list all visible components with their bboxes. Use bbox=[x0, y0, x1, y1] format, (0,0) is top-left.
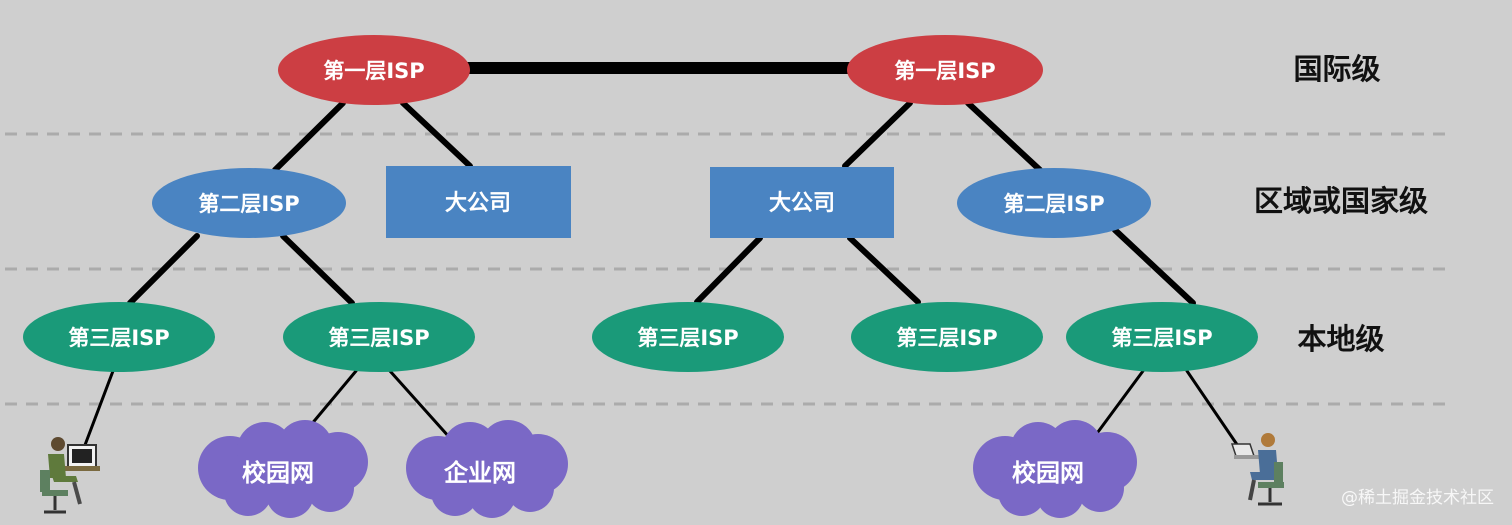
tier2-isp-right: 第二层ISP bbox=[957, 168, 1151, 238]
company-right: 大公司 bbox=[710, 167, 894, 238]
tier3-isp-1: 第三层ISP bbox=[23, 302, 215, 372]
company-left-label: 大公司 bbox=[445, 191, 511, 216]
tier3-isp-5: 第三层ISP bbox=[1066, 302, 1258, 372]
tier2-isp-right-label: 第二层ISP bbox=[1003, 192, 1104, 216]
link-tier1r-company bbox=[842, 100, 913, 169]
cloud-campus-left: 校园网 bbox=[198, 420, 368, 518]
link-tier2l-tier3-1 bbox=[127, 233, 200, 306]
tier1-isp-left-label: 第一层ISP bbox=[323, 59, 424, 83]
tier2-isp-left: 第二层ISP bbox=[152, 168, 346, 238]
link-tier3-5-user bbox=[1185, 369, 1240, 448]
company-right-label: 大公司 bbox=[769, 191, 835, 216]
link-tier3-2-enterprise bbox=[388, 369, 452, 440]
link-tier1r-tier2r bbox=[965, 100, 1043, 173]
tier1-isp-right-label: 第一层ISP bbox=[894, 59, 995, 83]
link-company-tier3-4 bbox=[847, 235, 921, 305]
level-label-regional: 区域或国家级 bbox=[1254, 184, 1428, 218]
company-left: 大公司 bbox=[386, 166, 571, 238]
links bbox=[127, 62, 1196, 306]
tier3-isp-2: 第三层ISP bbox=[283, 302, 475, 372]
link-tier3-5-campus bbox=[1093, 369, 1145, 438]
tier1-isp-right: 第一层ISP bbox=[847, 35, 1043, 105]
tier3-isp-3-label: 第三层ISP bbox=[637, 326, 738, 350]
tier3-isp-4-label: 第三层ISP bbox=[896, 326, 997, 350]
link-tier1l-company bbox=[400, 100, 473, 169]
link-tier3-1-user bbox=[83, 369, 115, 447]
laptop-user-icon bbox=[1230, 433, 1284, 506]
cloud-campus-left-label: 校园网 bbox=[242, 459, 314, 487]
tier3-isp-2-label: 第三层ISP bbox=[328, 326, 429, 350]
cloud-campus-right: 校园网 bbox=[973, 420, 1137, 518]
tier1-isp-left: 第一层ISP bbox=[278, 35, 470, 105]
level-label-local: 本地级 bbox=[1297, 322, 1384, 356]
computer-user-icon bbox=[40, 437, 100, 514]
watermark: @稀土掘金技术社区 bbox=[1341, 488, 1494, 508]
link-tier1l-tier2l bbox=[272, 100, 346, 173]
cloud-campus-right-label: 校园网 bbox=[1012, 459, 1084, 487]
cloud-enterprise-label: 企业网 bbox=[444, 459, 516, 487]
tier3-isp-1-label: 第三层ISP bbox=[68, 326, 169, 350]
tier3-isp-4: 第三层ISP bbox=[851, 302, 1043, 372]
link-company-tier3-3 bbox=[694, 235, 763, 305]
tier3-isp-5-label: 第三层ISP bbox=[1111, 326, 1212, 350]
link-tier2l-tier3-2 bbox=[280, 233, 355, 306]
tier2-isp-left-label: 第二层ISP bbox=[198, 192, 299, 216]
link-tier2r-tier3-5 bbox=[1112, 227, 1196, 306]
tier3-isp-3: 第三层ISP bbox=[592, 302, 784, 372]
cloud-enterprise: 企业网 bbox=[406, 420, 568, 518]
level-label-international: 国际级 bbox=[1293, 52, 1380, 86]
